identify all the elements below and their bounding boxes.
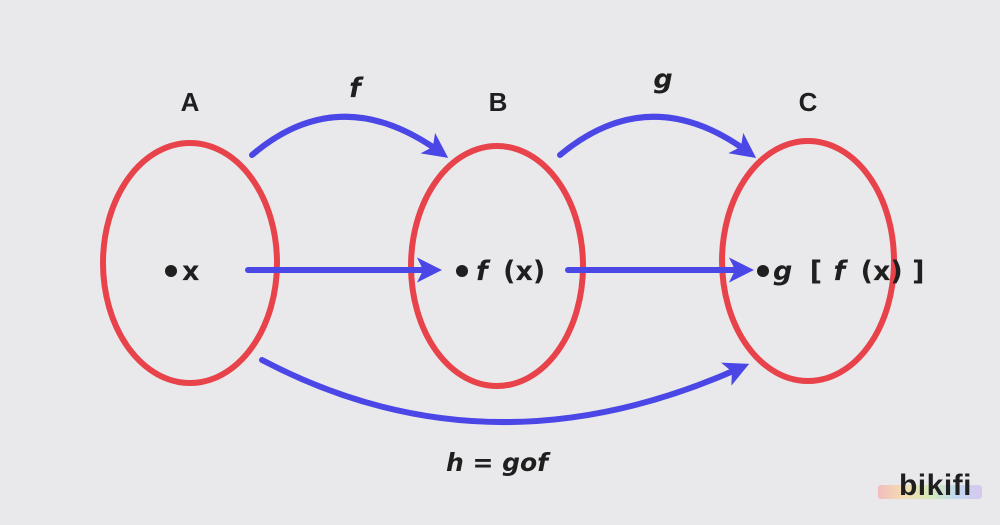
set-c-ellipse [719, 138, 897, 384]
element-gfx-close: ] [912, 256, 924, 287]
element-fx-arg: (x) [503, 256, 545, 287]
function-g-label: g [653, 64, 672, 95]
element-x-label: x [182, 256, 199, 287]
brand-underline [878, 485, 982, 499]
element-gfx-open: [ [810, 256, 822, 287]
set-a-ellipse [100, 140, 280, 386]
element-gfx-dot [757, 265, 769, 277]
composite-function-label: h = gof [446, 448, 551, 477]
element-gfx-inner-func: f [833, 256, 848, 287]
arrow-composite-h [259, 357, 750, 426]
element-gfx-label: g [ f (x) ] [773, 256, 925, 287]
element-fx-func: f [476, 256, 491, 287]
element-fx-dot [456, 265, 468, 277]
arrow-f [249, 113, 449, 158]
element-gfx-func: g [773, 256, 792, 287]
set-c-label: C [799, 87, 818, 117]
set-a-label: A [181, 87, 200, 117]
element-gfx-inner-arg: (x) [861, 256, 903, 287]
element-x-dot [165, 265, 177, 277]
set-b-label: B [489, 87, 508, 117]
element-fx-label: f (x) [476, 256, 545, 287]
arrow-g [557, 113, 757, 158]
set-b-ellipse [408, 143, 586, 389]
brand-logo: bikifi [898, 469, 972, 502]
function-f-label: f [349, 73, 364, 104]
